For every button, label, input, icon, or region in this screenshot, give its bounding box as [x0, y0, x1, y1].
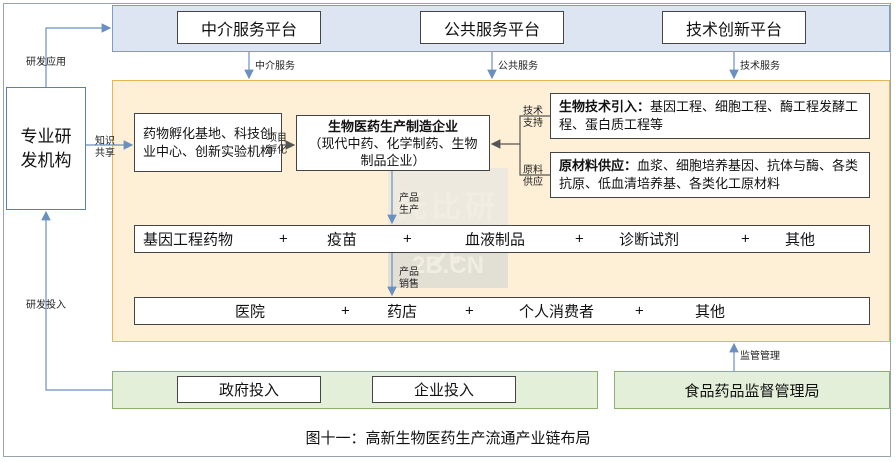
- product-gene-drugs: 基因工程药物: [143, 231, 234, 249]
- label-tech-service: 技术服务: [740, 61, 780, 72]
- label-project-incubation: 项目孵化: [267, 133, 287, 156]
- products-row: 基因工程药物 + 疫苗 + 血液制品 + 诊断试剂 + 其他: [134, 225, 870, 253]
- material-title: 原材料供应：: [559, 158, 638, 173]
- plus-sign: +: [575, 230, 584, 248]
- incubator-box: 药物孵化基地、科技创业中心、创新实验机构: [134, 113, 282, 172]
- plus-sign: +: [403, 230, 412, 248]
- manufacturer-title: 生物医药生产制造企业: [327, 118, 458, 134]
- biotech-title: 生物技术引入：: [559, 99, 651, 114]
- label-rd-investment: 研发投入: [26, 300, 66, 311]
- figure-caption: 图十一：高新生物医药生产流通产业链布局: [305, 430, 591, 447]
- rd-institution-box: 专业研发机构: [6, 87, 86, 210]
- platform-tech-innovation: 技术创新平台: [662, 11, 806, 44]
- platform-intermediary: 中介服务平台: [177, 11, 321, 44]
- label-intermediary-service: 中介服务: [255, 61, 295, 72]
- biotech-box: 生物技术引入：基因工程、细胞工程、酶工程发酵工程、蛋白质工程等: [550, 93, 870, 139]
- label-rd-application: 研发应用: [26, 57, 66, 68]
- investment-government: 政府投入: [177, 376, 321, 403]
- platform-public: 公共服务平台: [420, 11, 564, 44]
- label-tech-support: 技术支持: [523, 106, 543, 129]
- label-product-production: 产品生产: [399, 193, 419, 216]
- rd-institution-label: 专业研发机构: [20, 126, 72, 170]
- product-diagnostics: 诊断试剂: [619, 231, 680, 249]
- incubator-label: 药物孵化基地、科技创业中心、创新实验机构: [143, 125, 274, 159]
- label-public-service: 公共服务: [498, 61, 538, 72]
- label-knowledge-share: 知识共享: [95, 136, 115, 159]
- plus-sign: +: [465, 302, 474, 320]
- plus-sign: +: [635, 302, 644, 320]
- plus-sign: +: [279, 230, 288, 248]
- figure-frame: [3, 3, 891, 457]
- label-supervision: 监管管理: [740, 351, 780, 362]
- channels-row: 医院 + 药店 + 个人消费者 + 其他: [134, 297, 870, 325]
- material-box: 原材料供应：血浆、细胞培养基因、抗体与酶、各类抗原、低血清培养基、各类化工原材料: [550, 152, 870, 198]
- material-text: 血浆、细胞培养基因、抗体与酶、各类抗原、低血清培养基、各类化工原材料: [559, 158, 859, 191]
- manufacturer-subtitle: （现代中药、化学制药、生物制品企业）: [308, 135, 478, 168]
- investment-enterprise: 企业投入: [372, 376, 516, 403]
- product-vaccine: 疫苗: [327, 231, 358, 249]
- channel-consumer: 个人消费者: [519, 303, 595, 321]
- regulator-box: 食品药品监督管理局: [614, 371, 890, 409]
- channel-other: 其他: [695, 303, 726, 321]
- watermark-en: 2B.CN: [411, 252, 484, 279]
- product-blood: 血液制品: [465, 231, 526, 249]
- plus-sign: +: [341, 302, 350, 320]
- product-other: 其他: [785, 231, 816, 249]
- label-product-sales: 产品销售: [399, 267, 419, 290]
- label-material-supply: 原料供应: [523, 165, 543, 188]
- manufacturer-box: 生物医药生产制造企业 （现代中药、化学制药、生物制品企业）: [296, 115, 490, 171]
- regulator-label: 食品药品监督管理局: [684, 382, 820, 400]
- channel-pharmacy: 药店: [387, 303, 418, 321]
- channel-hospital: 医院: [235, 303, 266, 321]
- plus-sign: +: [741, 230, 750, 248]
- biotech-text: 基因工程、细胞工程、酶工程发酵工程、蛋白质工程等: [559, 99, 859, 132]
